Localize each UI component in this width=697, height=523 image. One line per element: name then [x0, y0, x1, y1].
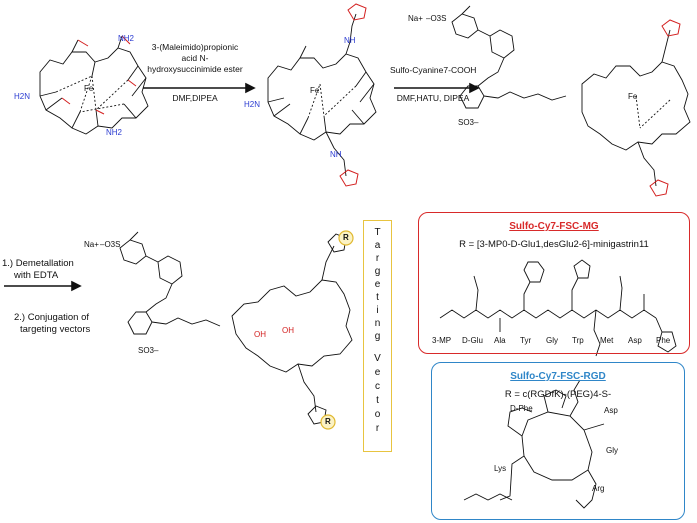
- atom-na-mol3: Na+: [408, 14, 423, 23]
- tv-letter: g: [374, 266, 381, 277]
- tv-letter: e: [374, 367, 381, 378]
- tv-letter: t: [376, 395, 379, 406]
- molecule-maleimide-fsc: [267, 13, 377, 177]
- panel-mg-formula: R = [3-MP0-D-Glu1,desGlu2-6]-minigastrin…: [459, 239, 649, 250]
- maleimide-ring-top: [347, 3, 367, 21]
- mg-residue-dglu: D-Glu: [462, 336, 483, 345]
- mg-residue-trp: Trp: [572, 336, 584, 345]
- red-bonds-mol1: [61, 35, 137, 115]
- panel-sulfo-cy7-fsc-rgd: Sulfo-Cy7-FSC-RGD R = c(RGDfK)-(PEG)4-S-: [431, 362, 685, 520]
- panel-mg-title: Sulfo-Cy7-FSC-MG: [509, 221, 599, 232]
- step3-line1: 1.) Demetallation: [2, 258, 74, 269]
- panel-rgd-title: Sulfo-Cy7-FSC-RGD: [510, 371, 606, 382]
- rgd-residue-arg: Arg: [592, 484, 605, 493]
- molecule-cy7-fsc: [451, 5, 691, 187]
- molecule-fe-fsc: [39, 35, 149, 135]
- atom-oh-mol4-b: OH: [254, 330, 266, 339]
- atom-nh-mol2-a: NH: [344, 36, 356, 45]
- atom-na-mol4: Na+: [84, 240, 99, 249]
- mg-residue-gly: Gly: [546, 336, 558, 345]
- rgd-residue-lys: Lys: [494, 464, 507, 473]
- atom-so3-mol4: –O3S: [100, 240, 121, 249]
- tv-letter: e: [374, 279, 381, 290]
- tv-letter: T: [374, 227, 381, 238]
- mg-residue-asp: Asp: [628, 336, 642, 345]
- maleimide-rings-mol3: [649, 19, 681, 197]
- targeting-vector-box: T a r g e t i n g V e c t o r: [363, 220, 392, 452]
- tv-letter: a: [374, 240, 381, 251]
- atom-h2n-mol1: H2N: [14, 92, 31, 101]
- rgd-cyclic-peptide: [463, 379, 605, 509]
- mg-residue-tyr: Tyr: [520, 336, 532, 345]
- step3-line2: with EDTA: [14, 270, 59, 281]
- step4-line1: 2.) Conjugation of: [14, 312, 89, 323]
- r-label-top: R: [343, 233, 349, 242]
- atom-nh2-mol1-b: NH2: [106, 128, 123, 137]
- molecule-final-conjugate: [119, 231, 353, 413]
- r-label-bottom: R: [325, 417, 331, 426]
- step1-reagent: 3-(Maleimido)propionic acid N-hydroxysuc…: [147, 42, 243, 74]
- atom-fe-mol2: Fe: [310, 86, 320, 95]
- panel-sulfo-cy7-fsc-mg: Sulfo-Cy7-FSC-MG R = [3-MP0-D-Glu1,desGl…: [418, 212, 690, 354]
- tv-letter: r: [375, 253, 380, 264]
- tv-letter: c: [375, 381, 380, 392]
- rgd-residue-dphe: D-Phe: [510, 404, 533, 413]
- mg-residue-met: Met: [600, 336, 614, 345]
- rgd-residue-asp: Asp: [604, 406, 618, 415]
- r-group-markers: [320, 230, 354, 430]
- atom-nh-mol2-b: NH: [330, 150, 342, 159]
- mg-residue-phe: Phe: [656, 336, 671, 345]
- rgd-residue-gly: Gly: [606, 446, 618, 455]
- atom-fe-mol3: Fe: [628, 92, 638, 101]
- maleimide-ring-bottom: [339, 169, 359, 187]
- tv-letter: g: [374, 331, 381, 342]
- atom-so3-mol3: –O3S: [426, 14, 447, 23]
- tv-letter: t: [376, 292, 379, 303]
- arrows: [4, 82, 480, 292]
- atom-so3b-mol4: SO3–: [138, 346, 159, 355]
- mg-peptide-chain: [439, 259, 677, 357]
- tv-letter: i: [376, 305, 379, 316]
- step4-line2: targeting vectors: [20, 324, 91, 335]
- step2-reagent: Sulfo-Cyanine7-COOH: [390, 65, 477, 75]
- tv-letter: r: [375, 423, 380, 434]
- atom-fe-mol1: Fe: [84, 84, 94, 93]
- panel-rgd-formula: R = c(RGDfK)-(PEG)4-S-: [504, 389, 612, 400]
- tv-letter: o: [374, 409, 381, 420]
- step1-conditions: DMF,DIPEA: [172, 93, 218, 103]
- atom-oh-mol4-a: OH: [282, 326, 294, 335]
- atom-so3b-mol3: SO3–: [458, 118, 479, 127]
- mg-residue-3mp: 3-MP: [432, 336, 452, 345]
- tv-letter: n: [374, 318, 381, 329]
- step2-conditions: DMF,HATU, DIPEA: [396, 93, 470, 103]
- atom-h2n-mol2: H2N: [244, 100, 261, 109]
- tv-letter: V: [374, 353, 381, 364]
- atom-nh2-mol1-a: NH2: [118, 34, 135, 43]
- mg-residue-ala: Ala: [494, 336, 506, 345]
